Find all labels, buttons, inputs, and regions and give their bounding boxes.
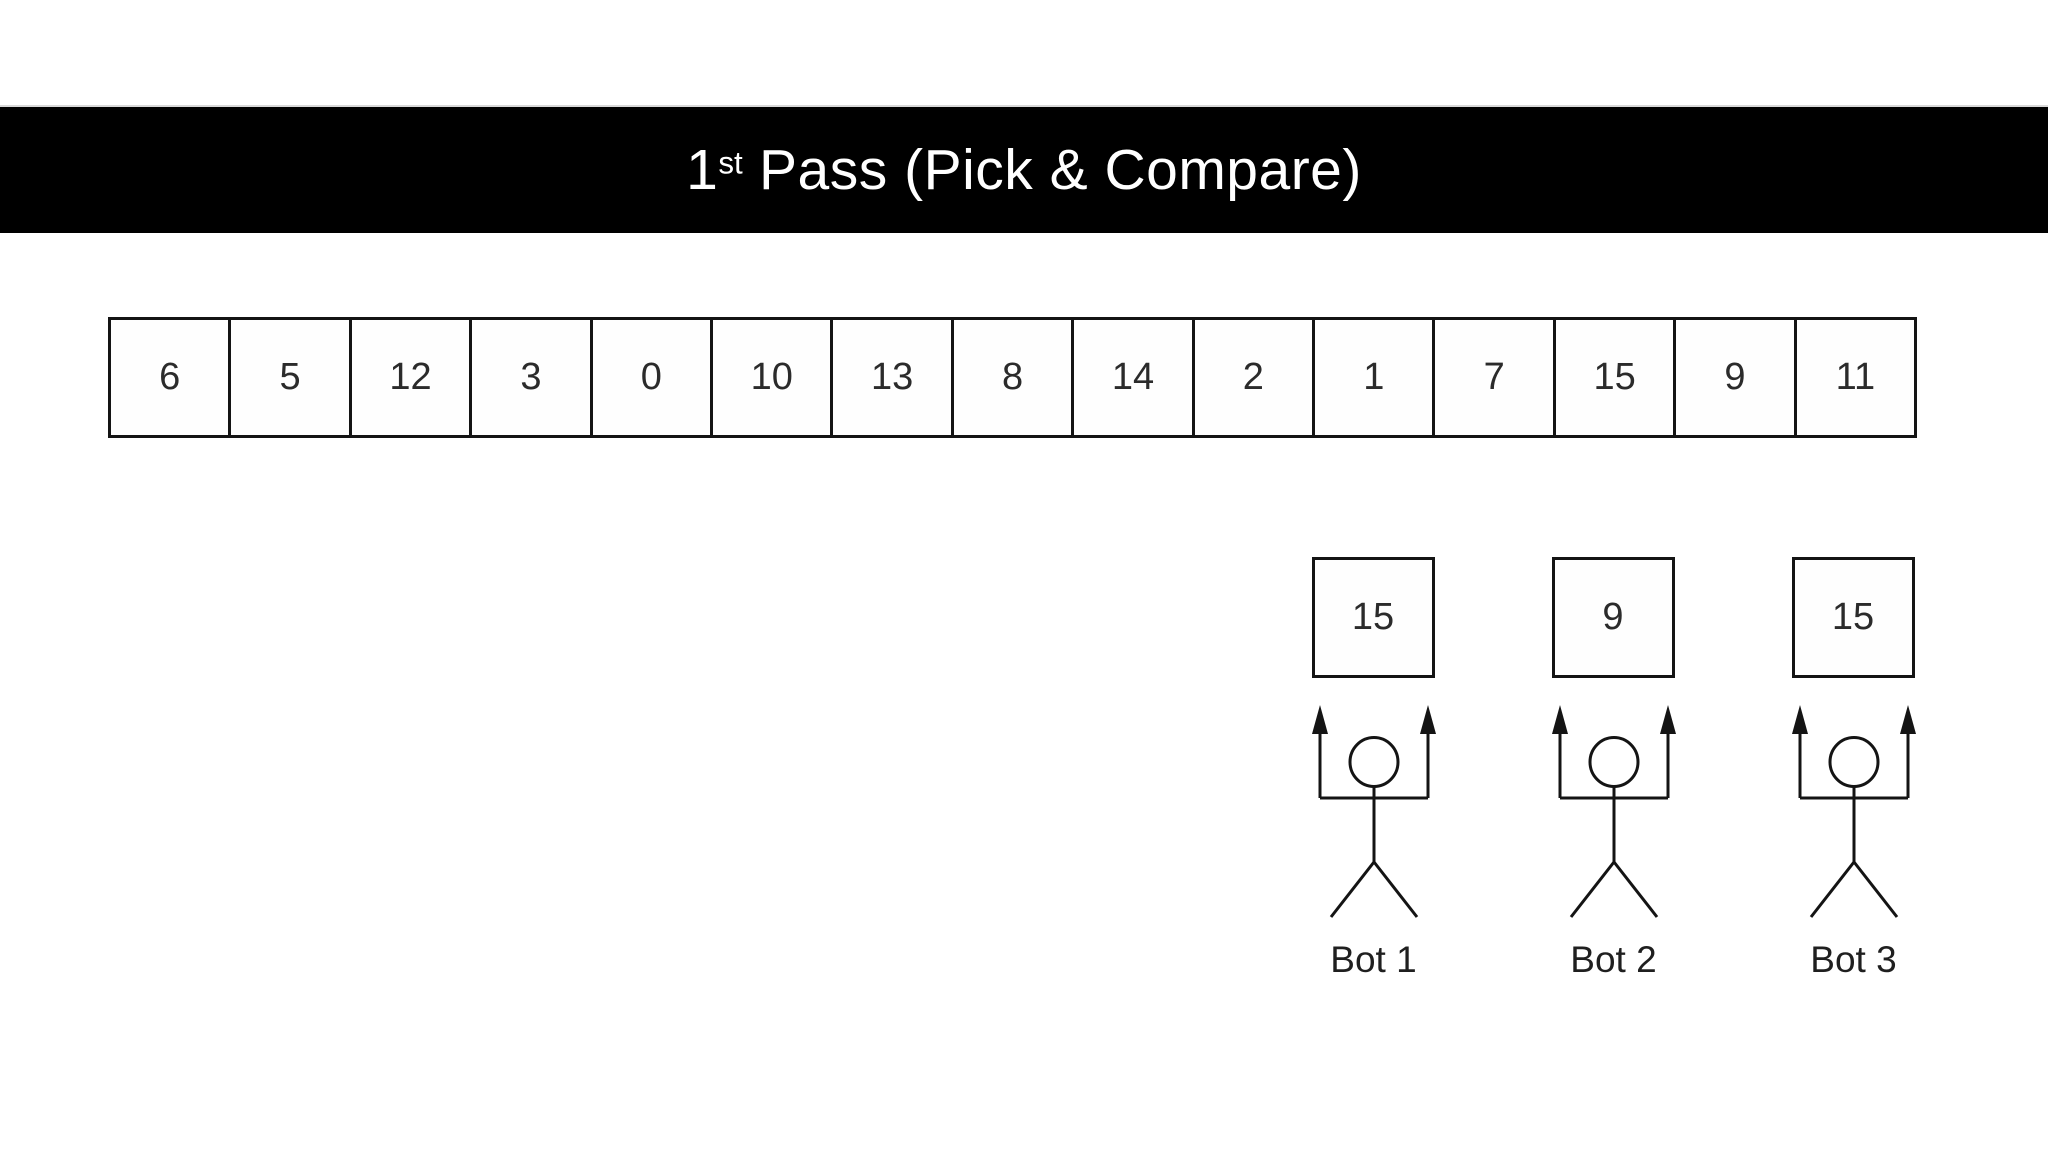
bot-value: 9 [1602,596,1624,638]
left-up-arrowhead-icon [1311,705,1328,734]
page-title: 1st Pass (Pick & Compare) [686,137,1362,203]
array-cell: 15 [1552,317,1677,438]
bot-value: 15 [1351,596,1395,638]
right-leg-line [1852,861,1898,918]
bot-label: Bot 2 [1570,939,1657,980]
divider-line [0,105,2048,107]
right-up-arrowhead-icon [1659,705,1676,734]
title-bar: 1st Pass (Pick & Compare) [0,107,2048,233]
array-cell: 6 [108,317,232,438]
bot-group-2: 9 Bot 2 [1491,557,1737,1027]
right-up-arrowhead-icon [1899,705,1916,734]
left-leg-line [1809,861,1855,918]
array-cell: 10 [710,317,834,438]
left-leg-line [1329,861,1375,918]
head-circle [1348,736,1399,788]
title-number: 1 [686,138,719,202]
array-cell: 11 [1793,317,1918,438]
bot-label: Bot 3 [1810,939,1897,980]
right-leg-line [1372,861,1418,918]
array-cell: 1 [1312,317,1436,438]
title-text: Pass (Pick & Compare) [742,138,1362,202]
array-cell: 3 [469,317,593,438]
bot-label: Bot 1 [1330,939,1417,980]
bot-value-box: 9 [1551,557,1675,678]
left-up-arrowhead-icon [1791,705,1808,734]
right-up-arrowhead-icon [1419,705,1436,734]
array-cell: 12 [348,317,473,438]
bot-value-box: 15 [1791,557,1915,678]
array-cell: 0 [589,317,714,438]
right-leg-line [1612,861,1658,918]
bot-value: 15 [1831,596,1875,638]
robot-stick-figure-icon [1551,705,1676,918]
left-leg-line [1569,861,1615,918]
robot-stick-figure-icon [1791,705,1916,918]
robot-stick-figure-icon [1311,705,1436,918]
array-cell: 13 [830,317,954,438]
head-circle [1588,736,1639,788]
title-ordinal-suffix: st [718,145,743,181]
head-circle [1828,736,1879,788]
left-up-arrowhead-icon [1551,705,1568,734]
array-cell: 7 [1432,317,1556,438]
bot-value-box: 15 [1311,557,1435,678]
bot-group-3: 15 Bot 3 [1731,557,1977,1027]
array-cell: 5 [228,317,352,438]
bot-group-1: 15 Bot 1 [1251,557,1497,1027]
array-cell: 14 [1071,317,1195,438]
array-cell: 9 [1673,317,1797,438]
array-cell: 8 [950,317,1075,438]
array-cell: 2 [1191,317,1316,438]
